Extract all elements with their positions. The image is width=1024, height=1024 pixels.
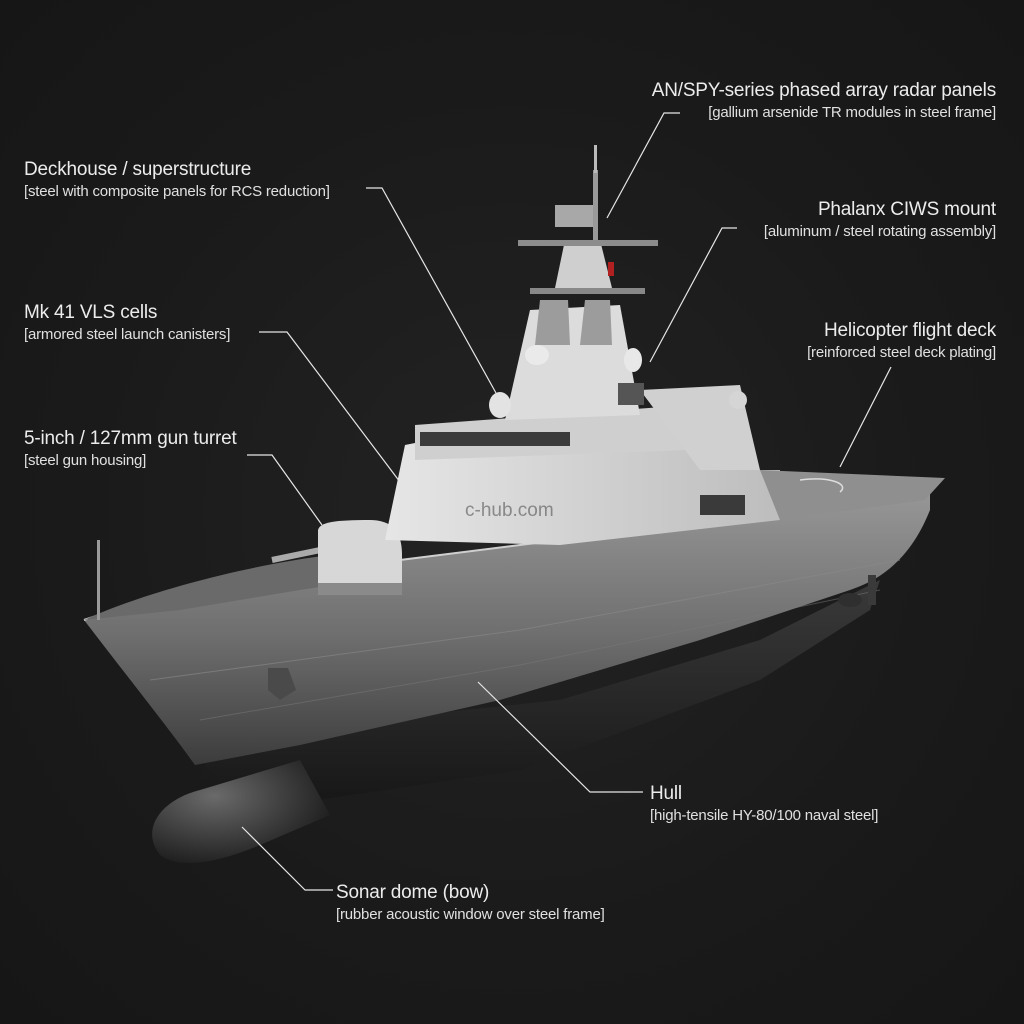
sonar-dome	[152, 760, 330, 863]
callout-title: 5-inch / 127mm gun turret	[24, 428, 237, 449]
callout-material: [steel with composite panels for RCS red…	[24, 182, 330, 200]
callout-title: Hull	[650, 783, 682, 804]
leader-line-ciws	[649, 227, 737, 363]
gun-turret	[271, 520, 402, 595]
callout-radar: AN/SPY-series phased array radar panels …	[652, 80, 996, 121]
leader-line-gun	[247, 454, 323, 526]
callout-title: Deckhouse / superstructure	[24, 159, 252, 180]
callout-title: Mk 41 VLS cells	[24, 302, 158, 323]
callout-hull: Hull [high-tensile HY-80/100 naval steel…	[650, 783, 878, 824]
leader-line-vls	[259, 331, 401, 483]
callout-material: [aluminum / steel rotating assembly]	[763, 222, 996, 240]
callout-material: [armored steel launch canisters]	[24, 325, 231, 343]
watermark: c-hub.com	[465, 500, 554, 521]
callout-gun: 5-inch / 127mm gun turret [steel gun hou…	[24, 428, 237, 469]
leader-lines	[241, 112, 892, 891]
callout-vls: Mk 41 VLS cells [armored steel launch ca…	[24, 302, 230, 343]
radar-mast	[505, 145, 658, 420]
callout-material: [reinforced steel deck plating]	[807, 343, 996, 361]
callout-flight-deck: Helicopter flight deck [reinforced steel…	[807, 320, 996, 361]
leader-line-sonar	[241, 826, 333, 891]
leader-line-flight-deck	[839, 366, 892, 468]
callout-title: Phalanx CIWS mount	[817, 199, 996, 220]
keel	[180, 580, 880, 810]
callout-sonar: Sonar dome (bow) [rubber acoustic window…	[336, 882, 605, 923]
superstructure	[385, 385, 780, 545]
callout-material: [high-tensile HY-80/100 naval steel]	[650, 806, 879, 824]
domes	[489, 345, 747, 418]
bow-flagstaff	[97, 540, 100, 620]
callout-title: Sonar dome (bow)	[336, 882, 490, 903]
leader-line-deckhouse	[366, 187, 497, 394]
callout-ciws: Phalanx CIWS mount [aluminum / steel rot…	[764, 199, 996, 240]
flight-deck	[760, 470, 945, 520]
callout-title: Helicopter flight deck	[824, 320, 996, 341]
callout-deckhouse: Deckhouse / superstructure [steel with c…	[24, 159, 330, 200]
leader-line-radar	[606, 112, 680, 219]
callout-material: [rubber acoustic window over steel frame…	[336, 905, 605, 923]
propeller	[838, 575, 876, 607]
callout-title: AN/SPY-series phased array radar panels	[651, 80, 996, 101]
leader-line-hull	[477, 681, 643, 793]
callout-material: [steel gun housing]	[24, 451, 147, 469]
callout-material: [gallium arsenide TR modules in steel fr…	[708, 103, 996, 121]
